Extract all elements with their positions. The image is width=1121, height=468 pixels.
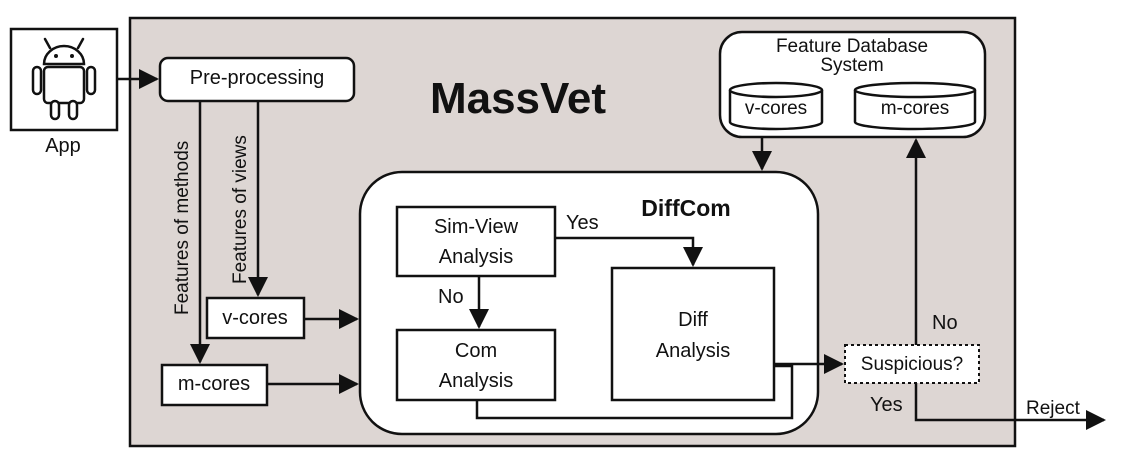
db-vcores-cylinder-top <box>728 81 824 99</box>
com-box <box>395 328 557 402</box>
simview-label-line1: Sim-View <box>433 216 519 238</box>
feature-db-label-line1: Feature Database <box>775 36 929 57</box>
massvet-title: MassVet <box>429 74 607 123</box>
db-mcores-label: m-cores <box>880 98 950 119</box>
arrow-suspicious-yes-reject <box>914 383 1106 430</box>
db-vcores-label: v-cores <box>744 98 808 119</box>
suspicious-label: Suspicious? <box>860 354 964 375</box>
db-mcores-cylinder <box>853 90 977 131</box>
yes-label: Yes <box>566 212 599 234</box>
android-icon <box>31 37 97 121</box>
yes-label-right: Yes <box>870 394 903 416</box>
db-mcores-cylinder-top <box>853 81 977 99</box>
diffcom-label: DiffCom <box>641 195 731 221</box>
no-label: No <box>438 286 464 308</box>
diff-label-line2: Analysis <box>655 340 731 362</box>
mcores-label: m-cores <box>177 373 251 395</box>
no-label-right: No <box>932 312 958 334</box>
preprocessing-label: Pre-processing <box>189 67 325 89</box>
mcores-box <box>160 363 269 407</box>
app-label: App <box>45 135 81 157</box>
db-vcores-cylinder <box>728 90 824 131</box>
vcores-label: v-cores <box>222 307 288 329</box>
simview-box <box>395 205 557 278</box>
diff-box <box>610 266 776 402</box>
features-methods-label: Features of methods <box>172 140 193 315</box>
arrow-simview-yes-to-diff <box>555 236 703 267</box>
features-views-label: Features of views <box>230 135 251 284</box>
simview-label-line2: Analysis <box>438 246 514 268</box>
line-com-to-diff <box>475 364 794 420</box>
feature-db-label-line2: System <box>820 55 884 76</box>
com-label-line2: Analysis <box>438 370 514 392</box>
suspicious-box <box>844 344 980 384</box>
reject-label: Reject <box>1026 398 1080 419</box>
com-label-line1: Com <box>454 340 498 362</box>
diff-label-line1: Diff <box>678 309 708 331</box>
